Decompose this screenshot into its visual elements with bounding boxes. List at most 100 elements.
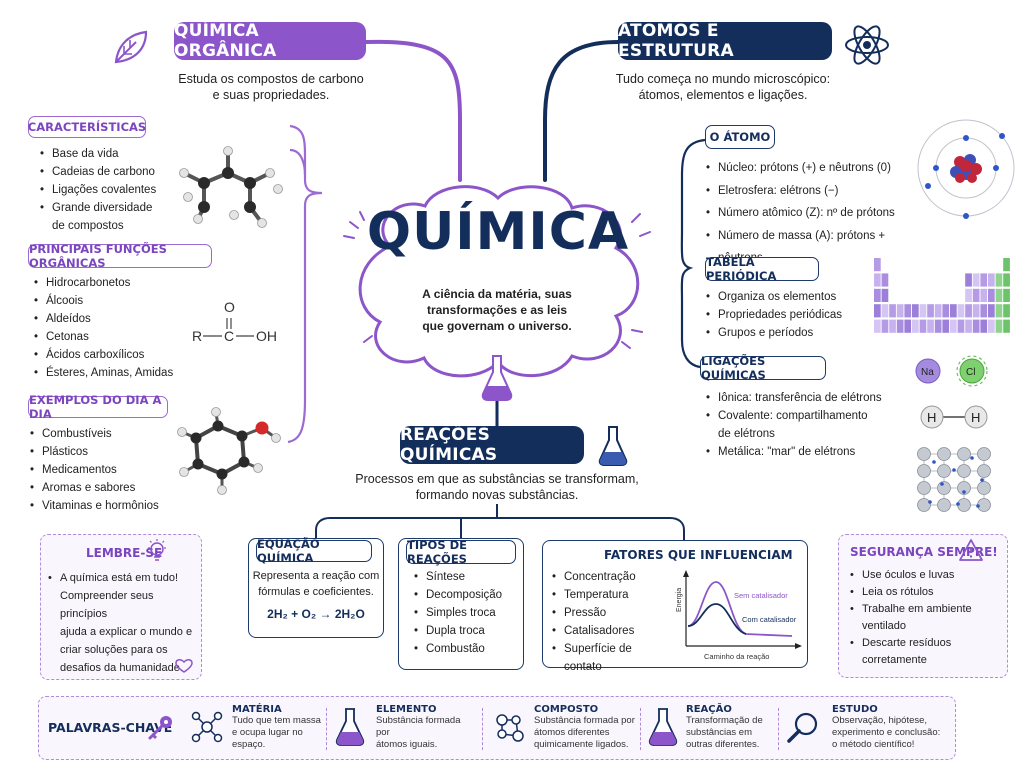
- keyword-title: COMPOSTO: [534, 704, 599, 715]
- metal-atom: [937, 498, 951, 512]
- list-item: ajuda a explicar o mundo e: [60, 626, 193, 638]
- cl-label: Cl: [966, 367, 975, 378]
- list-item: ventilado: [862, 620, 907, 632]
- free-electron: [928, 500, 932, 504]
- list-item: Metálica: "mar" de elétrons: [706, 443, 906, 461]
- keyword-divider: [326, 708, 327, 750]
- periodic-cell: [904, 304, 912, 318]
- periodic-cell: [1003, 273, 1010, 287]
- list-item: Núcleo: prótons (+) e nêutrons (0): [706, 157, 926, 180]
- periodic-cell: [927, 319, 934, 333]
- palavras-title: PALAVRAS-CHAVE: [48, 720, 173, 735]
- periodic-cell: [889, 304, 896, 318]
- free-electron: [962, 490, 966, 494]
- metal-atom: [977, 447, 991, 461]
- keyword-desc-line2: átomos diferentes: [534, 727, 610, 738]
- list-item: Ácidos carboxílicos: [34, 346, 204, 364]
- covalent-bond-illustration: H H: [916, 402, 992, 432]
- organica-subtitle-line1: Estuda os compostos de carbono: [178, 72, 364, 86]
- list-item: Catalisadores: [552, 622, 672, 640]
- periodic-cell: [965, 273, 972, 287]
- list-item: criar soluções para os: [60, 644, 168, 656]
- periodic-cell: [896, 319, 904, 333]
- periodic-cell: [972, 288, 980, 302]
- metal-atom: [917, 447, 931, 461]
- metal-atom: [977, 481, 991, 495]
- metal-atom: [937, 447, 951, 461]
- atomos-subtitle: Tudo começa no mundo microscópico: átomo…: [608, 71, 838, 103]
- periodic-cell: [874, 288, 881, 302]
- periodic-cell: [934, 304, 942, 318]
- keyword-desc-line1: Substância formada por: [376, 715, 461, 738]
- formula-o: O: [224, 299, 235, 315]
- list-item: de compostos: [52, 220, 124, 232]
- o-atomo-list: Núcleo: prótons (+) e nêutrons (0) Eletr…: [706, 157, 926, 270]
- periodic-cell: [881, 304, 889, 318]
- metal-atom: [917, 481, 931, 495]
- periodic-cell: [874, 258, 881, 272]
- reacoes-title: REAÇÕES QUÍMICAS: [400, 425, 584, 465]
- list-item: Decomposição: [414, 586, 524, 604]
- keyword-desc-line3: espaço.: [232, 739, 266, 750]
- list-item: Leia os rótulos: [850, 584, 1000, 601]
- keyword-desc-line2: e ocupa lugar no: [232, 727, 303, 738]
- periodic-cell: [874, 273, 881, 287]
- list-item: Síntese: [414, 568, 524, 586]
- lembre-list: A química está em tudo! Compreender seus…: [48, 569, 198, 677]
- periodic-cell: [942, 319, 950, 333]
- list-item: Dupla troca: [414, 622, 524, 640]
- metal-atom: [917, 464, 931, 478]
- periodic-cell: [972, 319, 980, 333]
- funcoes-list: Hidrocarbonetos Álcoois Aldeídos Cetonas…: [34, 274, 204, 382]
- keyword-desc-line1: Transformação de: [686, 715, 763, 726]
- list-item: Aromas e sabores: [30, 479, 200, 497]
- ligacoes-list: Iônica: transferência de elétrons Covale…: [706, 389, 906, 461]
- list-item: Número atômico (Z): nº de prótons: [706, 202, 926, 225]
- periodic-cell: [1003, 304, 1010, 318]
- keyword-desc-line2: átomos iguais.: [376, 739, 438, 750]
- exemplos-list: Combustíveis Plásticos Medicamentos Arom…: [30, 425, 200, 515]
- periodic-cell: [980, 304, 988, 318]
- equacao-line2: fórmulas e coeficientes.: [258, 586, 374, 598]
- periodic-cell: [980, 288, 988, 302]
- keyword-desc-line2: substâncias em: [686, 727, 753, 738]
- center-title: QUÍMICA: [366, 202, 630, 262]
- keyword-title: ELEMENTO: [376, 704, 437, 715]
- palavras-bar: [38, 696, 956, 760]
- list-item: Hidrocarbonetos: [34, 274, 204, 292]
- keyword-estudo: ESTUDO Observação, hipótese, experimento…: [832, 704, 948, 751]
- metal-atom: [957, 464, 971, 478]
- periodic-cell: [988, 273, 995, 287]
- periodic-cell: [942, 304, 950, 318]
- periodic-cell: [995, 304, 1003, 318]
- reacoes-subtitle-line2: formando novas substâncias.: [415, 488, 579, 502]
- list-item: Organiza os elementos: [706, 288, 906, 306]
- keyword-divider: [778, 708, 779, 750]
- equacao-tag: EQUAÇÃO QUÍMICA: [256, 537, 372, 565]
- heart-icon: [175, 658, 193, 674]
- ligacoes-tag: LIGAÇÕES QUÍMICAS: [700, 354, 826, 382]
- label-sem-catalisador: Sem catalisador: [734, 591, 788, 600]
- list-item: corretamente: [862, 654, 927, 666]
- periodic-cell: [950, 304, 957, 318]
- periodic-cell: [896, 304, 904, 318]
- list-item: Cadeias de carbono: [40, 163, 200, 181]
- key-icon: [146, 714, 174, 742]
- list-item: Combustíveis: [30, 425, 200, 443]
- fatores-title: FATORES QUE INFLUENCIAM: [604, 548, 793, 562]
- list-item: Aldeídos: [34, 310, 204, 328]
- list-item: A química está em tudo!: [48, 569, 198, 587]
- list-item: Compreender seus princípios: [60, 590, 154, 620]
- keyword-desc-line3: quimicamente ligados.: [534, 739, 629, 750]
- periodic-cell: [972, 273, 980, 287]
- keyword-desc-line1: Tudo que tem massa: [232, 715, 321, 726]
- tabela-tag: TABELA PERIÓDICA: [705, 255, 819, 283]
- list-item: Medicamentos: [30, 461, 200, 479]
- formula-c: C: [224, 328, 234, 344]
- free-electron: [980, 478, 984, 482]
- free-electron: [970, 456, 974, 460]
- periodic-cell: [988, 304, 995, 318]
- keyword-title: MATÉRIA: [232, 704, 282, 715]
- periodic-table-illustration: [872, 256, 1012, 336]
